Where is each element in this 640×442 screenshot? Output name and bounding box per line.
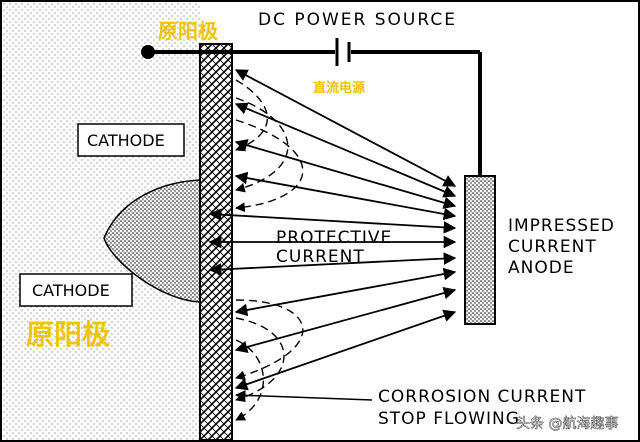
anode-label-2: CURRENT <box>508 237 597 257</box>
terminal-dot <box>141 45 155 59</box>
power-source-cn-label: 直流电源 <box>313 80 365 96</box>
impressed-current-anode <box>464 175 496 325</box>
cathode-label-1: CATHODE <box>87 131 165 150</box>
dc-circuit <box>150 50 482 176</box>
power-source-label: DC POWER SOURCE <box>258 10 457 30</box>
cathode-box-1 <box>77 123 185 157</box>
watermark: 头条 @航海趣事 <box>516 415 618 432</box>
corrosion-pit <box>103 179 201 303</box>
corrosion-leader <box>234 390 373 401</box>
protective-label-1: PROTECTIVE <box>276 228 392 248</box>
current-arrows <box>208 69 457 391</box>
corrosion-label-2: STOP FLOWING <box>378 409 520 429</box>
top-anode-cn-label: 原阳极 <box>158 19 219 43</box>
protective-label-2: CURRENT <box>276 247 365 267</box>
cathode-cn-label: 原阳极 <box>26 318 110 351</box>
anode-label-3: ANODE <box>508 258 575 278</box>
anode-label-1: IMPRESSED <box>508 216 615 236</box>
corrosion-label-1: CORROSION CURRENT <box>378 387 586 407</box>
field-lines <box>235 79 304 421</box>
cathode-label-2: CATHODE <box>32 281 110 300</box>
cathode-box-2 <box>19 273 133 307</box>
